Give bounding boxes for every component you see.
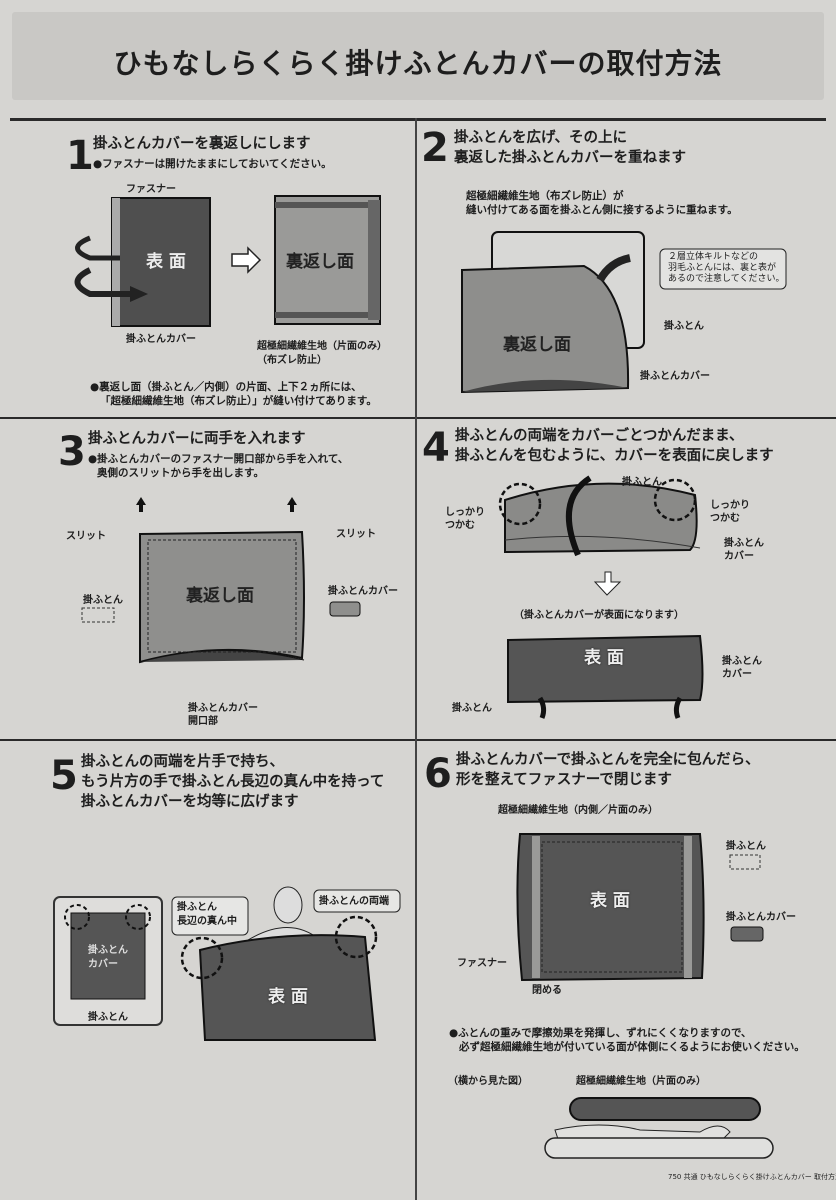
cover-label: 掛ふとんカバー (328, 586, 398, 597)
cover-label: カバー (88, 959, 118, 970)
step-1-number: 1 (66, 133, 94, 179)
front-side-label: 表 面 (268, 987, 308, 1007)
cover-front-illustration (74, 197, 211, 327)
step-2-number: 2 (421, 125, 449, 171)
step-6-title: 形を整えてファスナーで閉じます (456, 772, 672, 788)
grip-label: しっかり (710, 500, 750, 511)
grip-label: つかむ (445, 520, 475, 531)
cover-label: 掛ふとん (88, 945, 128, 956)
grip-label: しっかり (445, 507, 485, 518)
result-note: （掛ふとんカバーが表面になります） (514, 610, 684, 621)
middle-label: 掛ふとん (177, 902, 217, 913)
divider (0, 739, 836, 741)
fabric-label: 超極細繊維生地（片面のみ） (257, 341, 387, 352)
step-3-subtitle: 奥側のスリットから手を出します。 (97, 467, 264, 479)
step-2-title: 裏返した掛ふとんカバーを重ねます (454, 150, 686, 166)
step-2-subtitle: 縫い付けてある面を掛ふとん側に接するように重ねます。 (466, 204, 738, 216)
closed-cover-illustration (516, 833, 774, 1159)
slit-label: スリット (66, 531, 106, 542)
cover-label: 掛ふとん (724, 538, 764, 549)
callout-text: あるので注意してください。 (668, 274, 785, 284)
grip-label: つかむ (710, 513, 740, 524)
divider (415, 118, 417, 1200)
step-1-note: 「超極細繊維生地（布ズレ防止）」が縫い付けてあります。 (100, 395, 377, 407)
step-2-subtitle: 超極細繊維生地（布ズレ防止）が (466, 190, 624, 202)
futon-label: 掛ふとん (452, 703, 492, 714)
step-5-title: 掛ふとんの両端を片手で持ち、 (81, 754, 284, 770)
step-1-subtitle: ●ファスナーは開けたままにしておいてください。 (93, 158, 332, 170)
page-title: ひもなしらくらく掛けふとんカバーの取付方法 (113, 47, 723, 80)
fabric-label-note: （布ズレ防止） (257, 355, 327, 366)
futon-label: 掛ふとん (83, 595, 123, 606)
callout-text: 羽毛ふとんには、裏と表が (668, 263, 777, 273)
step-6-number: 6 (424, 751, 452, 797)
cover-label: カバー (724, 551, 754, 562)
fabric-label: 超極細繊維生地（片面のみ） (576, 1076, 706, 1087)
futon-and-cover-illustration (461, 231, 787, 394)
front-side-label: 表 面 (146, 252, 186, 272)
step-3-subtitle: ●掛ふとんカバーのファスナー開口部から手を入れて、 (88, 453, 349, 465)
arrow-down-icon (593, 571, 622, 596)
step-4-title: 掛ふとんの両端をカバーごとつかんだまま、 (455, 428, 744, 444)
futon-label: 掛ふとん (88, 1012, 128, 1023)
wrapping-illustration (498, 475, 704, 719)
cover-label: 掛ふとん (722, 656, 762, 667)
spread-illustration (53, 886, 401, 1041)
zipper-label: ファスナー (126, 184, 176, 195)
futon-label: 掛ふとん (664, 321, 704, 332)
opening-label: 掛ふとんカバー (188, 703, 258, 714)
futon-label: 掛ふとん (622, 477, 662, 488)
footer-text: 750 共通 ひもなしらくらく掛けふとんカバー 取付方法 _1/ (668, 1173, 836, 1181)
arrow-right-icon (231, 246, 262, 274)
step-2-title: 掛ふとんを広げ、その上に (454, 130, 627, 146)
step-3-number: 3 (58, 429, 86, 475)
step-1-title: 掛ふとんカバーを裏返しにします (93, 136, 311, 152)
step-5-title: もう片方の手で掛ふとん長辺の真ん中を持って (81, 774, 385, 790)
cover-label: 掛ふとんカバー (640, 371, 710, 382)
step-6-note: 必ず超極細繊維生地が付いている面が体側にくるようにお使いください。 (459, 1041, 805, 1053)
step-6-title: 掛ふとんカバーで掛ふとんを完全に包んだら、 (456, 752, 760, 768)
step-4-number: 4 (422, 425, 450, 471)
cover-reverse-illustration (274, 195, 381, 325)
zipper-label: ファスナー (457, 958, 507, 969)
fabric-label: 超極細繊維生地（内側／片面のみ） (498, 805, 658, 816)
callout-text: ２層立体キルトなどの (668, 252, 759, 262)
divider (0, 417, 836, 419)
step-1-note: ●裏返し面（掛ふとん／内側）の片面、上下２ヵ所には、 (90, 381, 362, 393)
cover-label: 掛ふとんカバー (126, 334, 196, 345)
cover-with-hands-illustration (81, 497, 361, 664)
front-side-label: 表 面 (590, 891, 630, 911)
divider (10, 118, 826, 121)
title-banner (12, 12, 824, 100)
step-6-note: ●ふとんの重みで摩擦効果を発揮し、ずれにくくなりますので、 (449, 1027, 752, 1039)
ends-label: 掛ふとんの両端 (319, 896, 389, 907)
slit-label: スリット (336, 529, 376, 540)
middle-label: 長辺の真ん中 (177, 916, 237, 927)
reverse-side-label: 裏返し面 (186, 586, 254, 606)
step-5-title: 掛ふとんカバーを均等に広げます (81, 794, 299, 810)
opening-label: 開口部 (188, 716, 218, 727)
close-label: 閉める (532, 985, 562, 996)
side-view-label: （横から見た図） (448, 1076, 528, 1087)
reverse-side-label: 裏返し面 (503, 335, 571, 355)
front-side-label: 表 面 (584, 648, 624, 668)
cover-label: カバー (722, 669, 752, 680)
futon-label: 掛ふとん (726, 841, 766, 852)
step-5-number: 5 (50, 753, 78, 799)
reverse-side-label: 裏返し面 (286, 252, 354, 272)
cover-label: 掛ふとんカバー (726, 912, 796, 923)
step-3-title: 掛ふとんカバーに両手を入れます (88, 431, 306, 447)
step-4-title: 掛ふとんを包むように、カバーを表面に戻します (455, 448, 774, 464)
